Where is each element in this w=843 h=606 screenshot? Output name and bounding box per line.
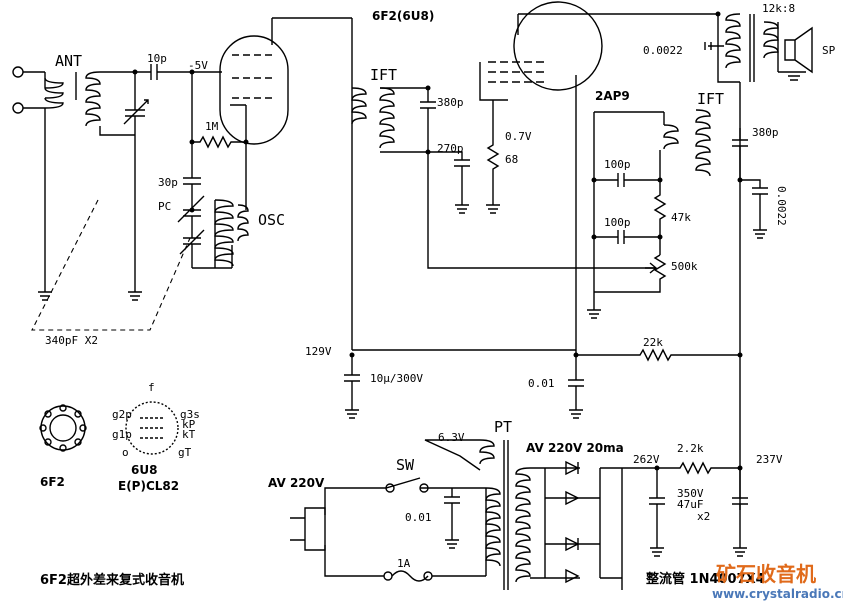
osc-label: OSC: [258, 211, 285, 229]
ac-plug-icon: [290, 507, 326, 551]
pin-label-kt: kT: [182, 428, 196, 441]
tuning-cap-label: 340pF X2: [45, 334, 98, 347]
tube-6u8-label: 6U8: [131, 463, 157, 477]
rectifier-label: 整流管 1N4007X4: [645, 571, 765, 587]
pot-500k-label: 500k: [671, 260, 698, 273]
cap-100p-1-label: 100p: [604, 158, 631, 171]
pin-label-g1p: g1p: [112, 428, 132, 441]
cap-10u-label: 10μ/300V: [370, 372, 423, 385]
tube-1-envelope: [192, 17, 353, 350]
speaker-label: SP: [822, 44, 836, 57]
cap-10p: [145, 64, 192, 80]
cap-270p: [428, 151, 470, 214]
res-2k2-label: 2.2k: [677, 442, 704, 455]
cap-0022-v-label: 0.0022: [775, 186, 788, 226]
filter-cap-voltage-label: 350V: [677, 487, 704, 500]
cap-380p-1-label: 380p: [437, 96, 464, 109]
cap-100p-2-label: 100p: [604, 216, 631, 229]
ift1-label: IFT: [370, 66, 397, 84]
res-1m-label: 1M: [205, 120, 219, 133]
cap-30p: [183, 135, 201, 210]
pin-label-f: f: [148, 381, 155, 394]
filter-caps: [622, 461, 748, 557]
cap-100p-2: [594, 230, 660, 244]
cap-001-sw: [444, 488, 460, 549]
power-switch: [324, 477, 486, 515]
pc-label: PC: [158, 200, 171, 213]
tube-6f2-label: 6F2: [40, 475, 65, 489]
pin-label-gt: gT: [178, 446, 192, 459]
tuning-capacitor-1: [123, 72, 149, 292]
pin-label-o: o: [122, 446, 129, 459]
filter-cap-count-label: x2: [697, 510, 710, 523]
bridge-rectifier: [530, 460, 623, 590]
tube-6f2-base-icon: [39, 404, 87, 452]
antenna-coil: [44, 71, 145, 136]
cap-380p-2-label: 380p: [752, 126, 779, 139]
bias-label: -5V: [188, 59, 208, 72]
output-ratio-label: 12k:8: [762, 2, 795, 15]
ift-1: [351, 87, 436, 153]
voltage-262-label: 262V: [633, 453, 660, 466]
res-47k: [653, 150, 667, 255]
grid-resistor-1m: [191, 72, 247, 149]
ground-ant: [38, 291, 52, 301]
filter-cap-value-label: 47uF: [677, 498, 704, 511]
cap-0022-v: [740, 179, 768, 239]
ift2-label: IFT: [697, 90, 724, 108]
pt-label: PT: [494, 418, 512, 436]
voltage-129-label: 129V: [305, 345, 332, 358]
cap-270p-label: 270p: [437, 142, 464, 155]
ift-2: [594, 109, 748, 180]
tube-title: 6F2(6U8): [372, 9, 434, 23]
voltage-237-label: 237V: [756, 453, 783, 466]
gang-dashed-link: [31, 199, 191, 331]
ground-ant-2: [128, 291, 142, 301]
cathode-voltage-label: 0.7V: [505, 130, 532, 143]
osc-coil: [192, 142, 249, 269]
res-22k-label: 22k: [643, 336, 663, 349]
cap-001-sw-label: 0.01: [405, 511, 432, 524]
speaker-icon: [777, 22, 813, 81]
tube-6u8-base-icon: [125, 401, 179, 455]
cap-10p-label: 10p: [147, 52, 167, 65]
fuse-label: 1A: [397, 557, 411, 570]
cap-100p-1: [594, 173, 660, 187]
tube-ecl82-label: E(P)CL82: [118, 479, 179, 493]
fuse-1a: [324, 488, 487, 582]
padding-cap-pc: [177, 195, 205, 223]
cap-001-b-label: 0.01: [528, 377, 555, 390]
power-transformer: [424, 439, 531, 590]
volume-pot: [587, 112, 667, 319]
watermark-url: www.crystalradio.cn: [712, 587, 843, 601]
secondary-label: AV 220V 20ma: [526, 441, 624, 455]
pin-label-g3s: g3s: [180, 408, 200, 421]
circuit-title: 6F2超外差来复式收音机: [40, 572, 184, 588]
res-68-label: 68: [505, 153, 518, 166]
ant-label: ANT: [55, 52, 82, 70]
heater-voltage-label: 6.3V: [438, 431, 465, 444]
pin-label-g2p: g2p: [112, 408, 132, 421]
sw-label: SW: [396, 456, 415, 474]
watermark-cn: 矿石收音机: [716, 562, 816, 586]
tube-2-envelope: [479, 1, 718, 355]
cap-0022-out-label: 0.0022: [643, 44, 683, 57]
res-47k-label: 47k: [671, 211, 691, 224]
osc-tuning-cap: [179, 216, 205, 268]
pin-label-kp: kP: [182, 418, 196, 431]
cap-30p-label: 30p: [158, 176, 178, 189]
diode-label: 2AP9: [595, 89, 630, 103]
ac-input-label: AV 220V: [268, 476, 325, 490]
antenna-terminals: [12, 66, 46, 292]
